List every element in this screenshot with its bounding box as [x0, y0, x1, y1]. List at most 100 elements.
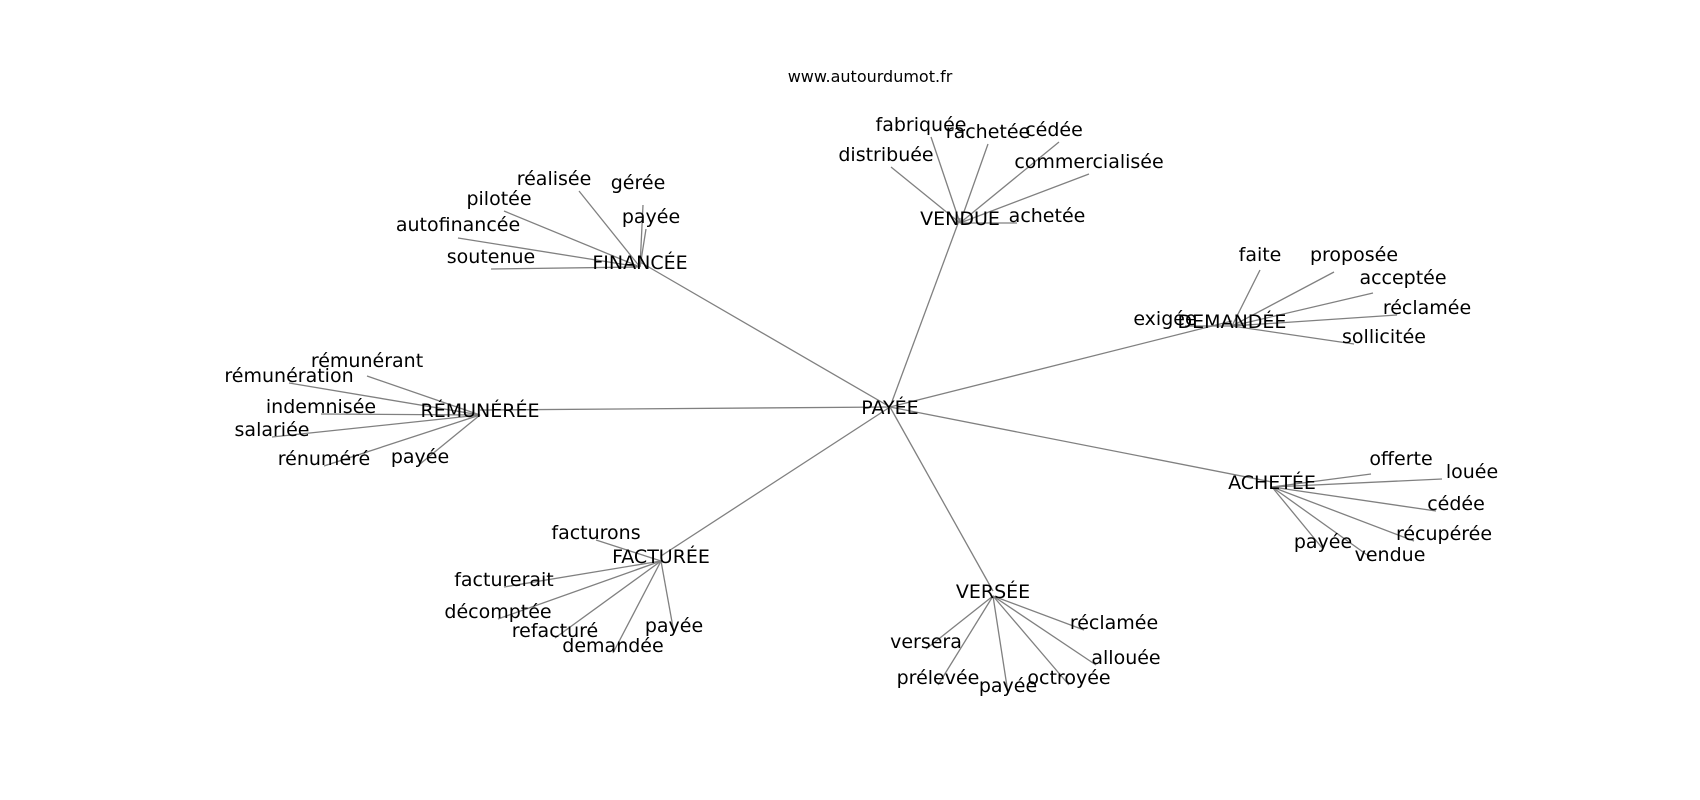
edge-hub-3-leaf-5: [419, 414, 481, 465]
edge-hub-6-leaf-5: [992, 595, 1009, 694]
leaf-node[interactable]: rachetée: [946, 121, 1030, 143]
edge-hub-3-leaf-4: [323, 414, 481, 467]
edge-hub-6-leaf-4: [992, 595, 1070, 686]
edge-center-to-hub-5: [660, 406, 891, 557]
hub-node[interactable]: FINANCÉE: [592, 251, 687, 274]
leaf-node[interactable]: louée: [1446, 461, 1498, 483]
edge-hub-6-leaf-2: [992, 595, 1097, 666]
leaf-node[interactable]: récupérée: [1396, 523, 1492, 545]
edge-hub-0-leaf-3: [639, 228, 647, 268]
leaf-node[interactable]: rémunération: [224, 365, 353, 387]
leaf-node[interactable]: payée: [645, 615, 703, 637]
leaf-node[interactable]: rénuméré: [278, 448, 370, 470]
leaf-node[interactable]: facturerait: [454, 569, 554, 591]
leaf-node[interactable]: réalisée: [517, 168, 592, 190]
edge-hub-4-leaf-2: [1271, 486, 1437, 512]
edge-hub-4-leaf-3: [1271, 486, 1415, 542]
edge-center-to-hub-6: [889, 406, 994, 592]
leaf-node[interactable]: distribuée: [838, 144, 933, 166]
leaf-node[interactable]: réclamée: [1070, 612, 1158, 634]
edge-hub-2-leaf-1: [1231, 271, 1335, 327]
edge-hub-1-leaf-1: [959, 143, 989, 224]
leaf-node[interactable]: gérée: [611, 172, 666, 194]
leaf-node[interactable]: réclamée: [1383, 297, 1471, 319]
leaf-node[interactable]: pilotée: [466, 188, 531, 210]
leaf-node[interactable]: décomptée: [444, 601, 551, 623]
edge-center-to-hub-0: [639, 261, 891, 408]
leaf-node[interactable]: prélevée: [897, 667, 980, 689]
leaf-node[interactable]: cédée: [1025, 119, 1083, 141]
edge-hub-1-leaf-2: [959, 141, 1060, 224]
edge-hub-6-leaf-3: [937, 595, 994, 686]
hub-node[interactable]: RÉMUNÉRÉE: [421, 399, 540, 422]
edge-hub-2-leaf-4: [1231, 314, 1398, 327]
edges: [271, 136, 1443, 694]
leaf-node[interactable]: payée: [979, 675, 1037, 697]
edge-hub-5-leaf-1: [503, 560, 662, 588]
leaf-node[interactable]: autofinancée: [396, 214, 520, 236]
leaf-node[interactable]: refacturé: [512, 620, 598, 642]
edge-hub-1-leaf-0: [930, 136, 961, 224]
source-label: www.autourdumot.fr: [788, 67, 953, 86]
leaf-node[interactable]: proposée: [1310, 244, 1398, 266]
leaf-node[interactable]: offerte: [1369, 448, 1432, 470]
edge-hub-0-leaf-2: [503, 210, 641, 268]
edge-hub-0-leaf-1: [639, 204, 644, 268]
labels: www.autourdumot.fr PAYÉE FINANCÉE réalisée…: [224, 67, 1498, 697]
edge-hub-5-leaf-5: [612, 560, 662, 654]
hub-node[interactable]: VERSÉE: [956, 580, 1030, 603]
edge-hub-3-leaf-1: [288, 382, 481, 416]
leaf-node[interactable]: octroyée: [1027, 667, 1110, 689]
edge-hub-0-leaf-4: [457, 237, 641, 268]
leaf-node[interactable]: vendue: [1355, 544, 1426, 566]
edge-hub-3-leaf-2: [320, 413, 481, 416]
leaf-node[interactable]: achetée: [1009, 205, 1086, 227]
edge-hub-5-leaf-0: [595, 539, 662, 562]
edge-hub-2-leaf-0: [1231, 269, 1261, 327]
leaf-node[interactable]: soutenue: [447, 246, 535, 268]
edge-hub-1-leaf-4: [959, 173, 1090, 224]
edge-center-to-hub-2: [889, 320, 1233, 408]
edge-center-to-hub-3: [479, 406, 891, 411]
hub-node[interactable]: ACHETÉE: [1228, 471, 1316, 494]
edge-hub-1-leaf-3: [890, 166, 961, 224]
edge-hub-0-leaf-0: [578, 190, 641, 268]
leaf-node[interactable]: indemnisée: [266, 396, 376, 418]
leaf-node[interactable]: versera: [890, 631, 962, 653]
leaf-node[interactable]: fabriquée: [876, 114, 967, 136]
leaf-node[interactable]: rémunérant: [311, 350, 423, 372]
leaf-node[interactable]: exigée: [1133, 308, 1196, 330]
leaf-node[interactable]: cédée: [1427, 493, 1485, 515]
leaf-node[interactable]: faite: [1239, 244, 1282, 266]
edge-hub-2-leaf-5: [1231, 325, 1355, 345]
leaf-node[interactable]: salariée: [235, 419, 310, 441]
edge-hub-6-leaf-1: [925, 595, 994, 650]
edge-hub-6-leaf-0: [992, 595, 1085, 631]
leaf-node[interactable]: sollicitée: [1342, 326, 1426, 348]
leaf-node[interactable]: payée: [391, 446, 449, 468]
leaf-node[interactable]: facturons: [551, 522, 640, 544]
edge-hub-4-leaf-1: [1271, 478, 1443, 488]
edge-hub-5-leaf-4: [660, 560, 675, 634]
edge-center-to-hub-1: [889, 217, 961, 408]
hub-node[interactable]: DEMANDÉE: [1178, 310, 1287, 333]
leaf-node[interactable]: payée: [1294, 531, 1352, 553]
leaf-node[interactable]: payée: [622, 206, 680, 228]
leaf-node[interactable]: commercialisée: [1014, 151, 1163, 173]
edge-hub-5-leaf-2: [497, 560, 662, 620]
edge-hub-0-leaf-5: [490, 266, 641, 270]
leaf-node[interactable]: demandée: [562, 635, 663, 657]
edge-hub-2-leaf-2: [1231, 292, 1374, 327]
edge-center-to-hub-4: [889, 406, 1273, 483]
edge-hub-4-leaf-4: [1271, 486, 1324, 550]
leaf-node[interactable]: acceptée: [1359, 267, 1446, 289]
center-node[interactable]: PAYÉE: [861, 396, 918, 419]
hub-node[interactable]: VENDUE: [920, 208, 1000, 230]
edge-hub-4-leaf-5: [1271, 486, 1371, 558]
hub-node[interactable]: FACTURÉE: [612, 545, 710, 568]
leaf-node[interactable]: allouée: [1091, 647, 1160, 669]
edge-hub-4-leaf-0: [1271, 473, 1372, 488]
edge-hub-3-leaf-0: [366, 375, 481, 416]
edge-hub-5-leaf-3: [554, 560, 662, 639]
